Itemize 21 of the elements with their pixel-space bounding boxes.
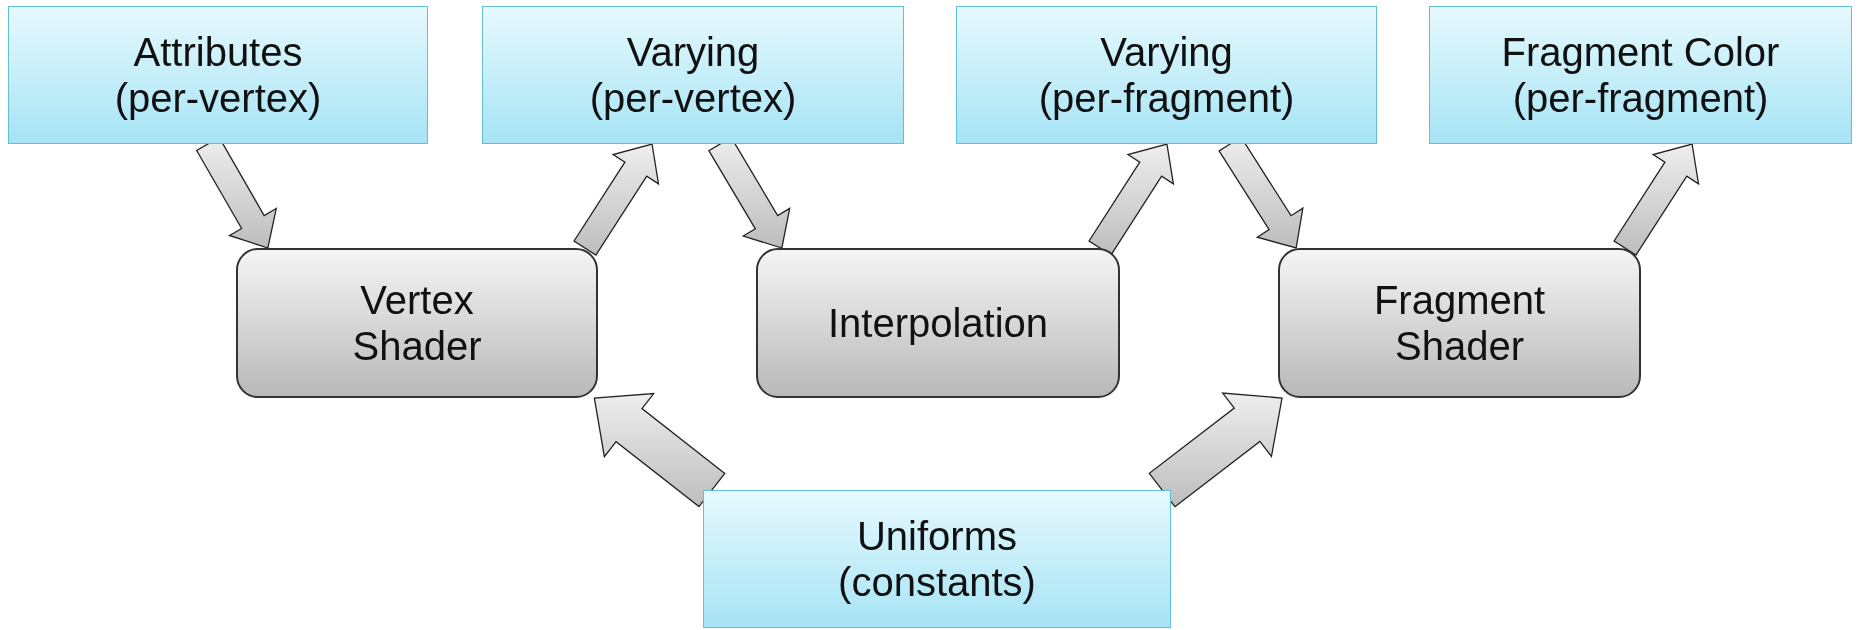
data-box (8, 6, 428, 144)
node-label: Varying (per-vertex) (588, 29, 798, 121)
block-arrow (593, 392, 726, 508)
node-label: Interpolation (827, 300, 1049, 346)
process-box (236, 248, 598, 398)
node-label: Fragment Shader (1372, 277, 1547, 369)
node-label: Vertex Shader (351, 277, 483, 369)
block-arrow (573, 143, 660, 256)
block-arrow (1613, 143, 1700, 256)
data-box (482, 6, 904, 144)
data-box (956, 6, 1377, 144)
node-label: Fragment Color (per-fragment) (1500, 29, 1781, 121)
process-box (1278, 248, 1641, 398)
data-box (1429, 6, 1852, 144)
block-arrow (1148, 392, 1283, 508)
data-box (703, 490, 1171, 628)
node-label: Varying (per-fragment) (1037, 29, 1296, 121)
process-box (756, 248, 1120, 398)
node-label: Uniforms (constants) (837, 513, 1037, 605)
block-arrow (1088, 143, 1175, 256)
node-label: Attributes (per-vertex) (113, 29, 323, 121)
